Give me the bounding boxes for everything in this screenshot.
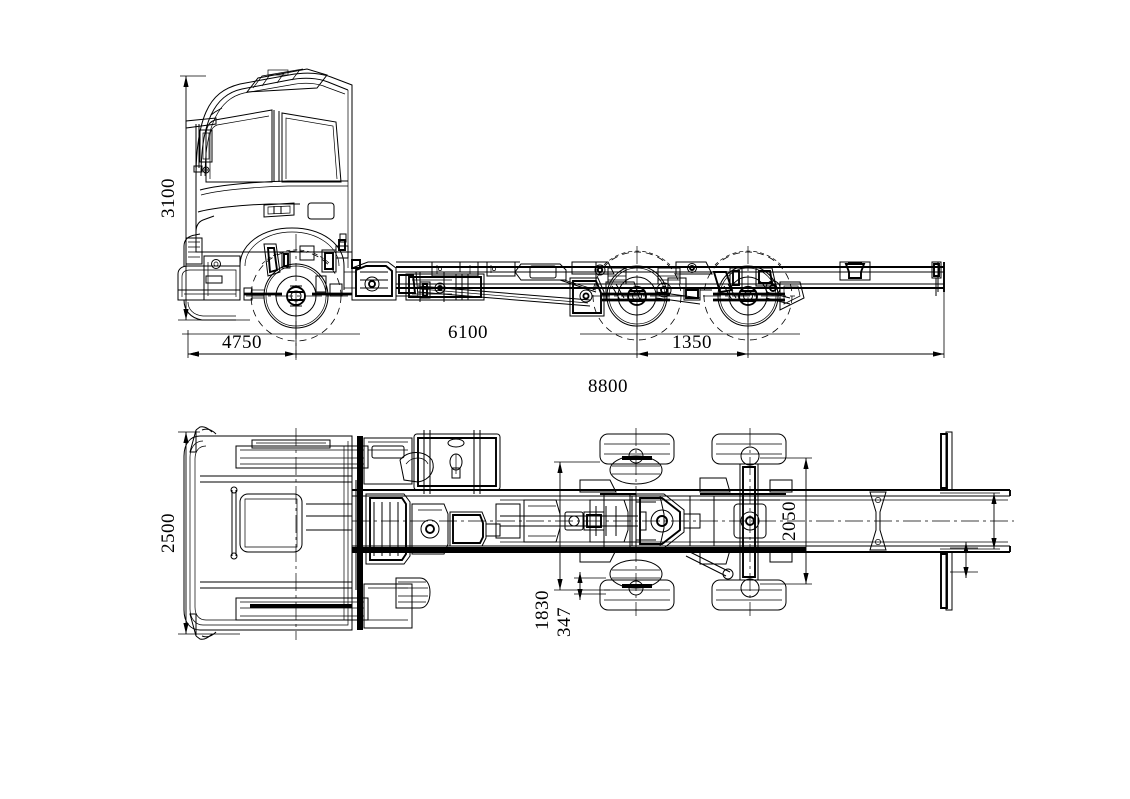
dimension-rear-small-unlabelled — [940, 492, 1000, 578]
dim-label-3100: 3100 — [158, 178, 179, 218]
drivetrain-front-cluster — [335, 233, 591, 307]
dimension-overall-length: 8800 — [188, 292, 945, 397]
front-axle-suspension — [243, 243, 352, 301]
dim-label-347: 347 — [554, 607, 575, 637]
dim-label-8800: 8800 — [588, 376, 628, 397]
dim-label-2500: 2500 — [158, 513, 179, 553]
dimension-rear-track: 2050 — [760, 457, 812, 585]
dim-label-1350: 1350 — [672, 332, 712, 353]
dim-label-6100: 6100 — [448, 322, 488, 343]
plan-view: 2500 1830 347 2050 — [158, 426, 1014, 640]
dim-label-2050: 2050 — [779, 501, 800, 541]
dim-label-4750: 4750 — [222, 332, 262, 353]
dimension-overall-height: 3100 — [158, 75, 250, 321]
rear-axles-plan — [579, 428, 793, 616]
side-elevation-view: 3100 4750 6100 1350 — [158, 68, 945, 397]
dim-label-1830: 1830 — [532, 590, 553, 630]
dimension-offset: 347 — [554, 572, 606, 637]
cab-side-profile — [195, 68, 353, 253]
plan-view-dimensions: 2500 1830 347 2050 — [158, 431, 1000, 637]
side-view-dimensions: 3100 4750 6100 1350 — [158, 75, 945, 397]
engine-bay-plan — [357, 436, 501, 630]
dimension-overall-width: 2500 — [158, 431, 240, 635]
chassis-frame-plan — [352, 431, 1014, 611]
